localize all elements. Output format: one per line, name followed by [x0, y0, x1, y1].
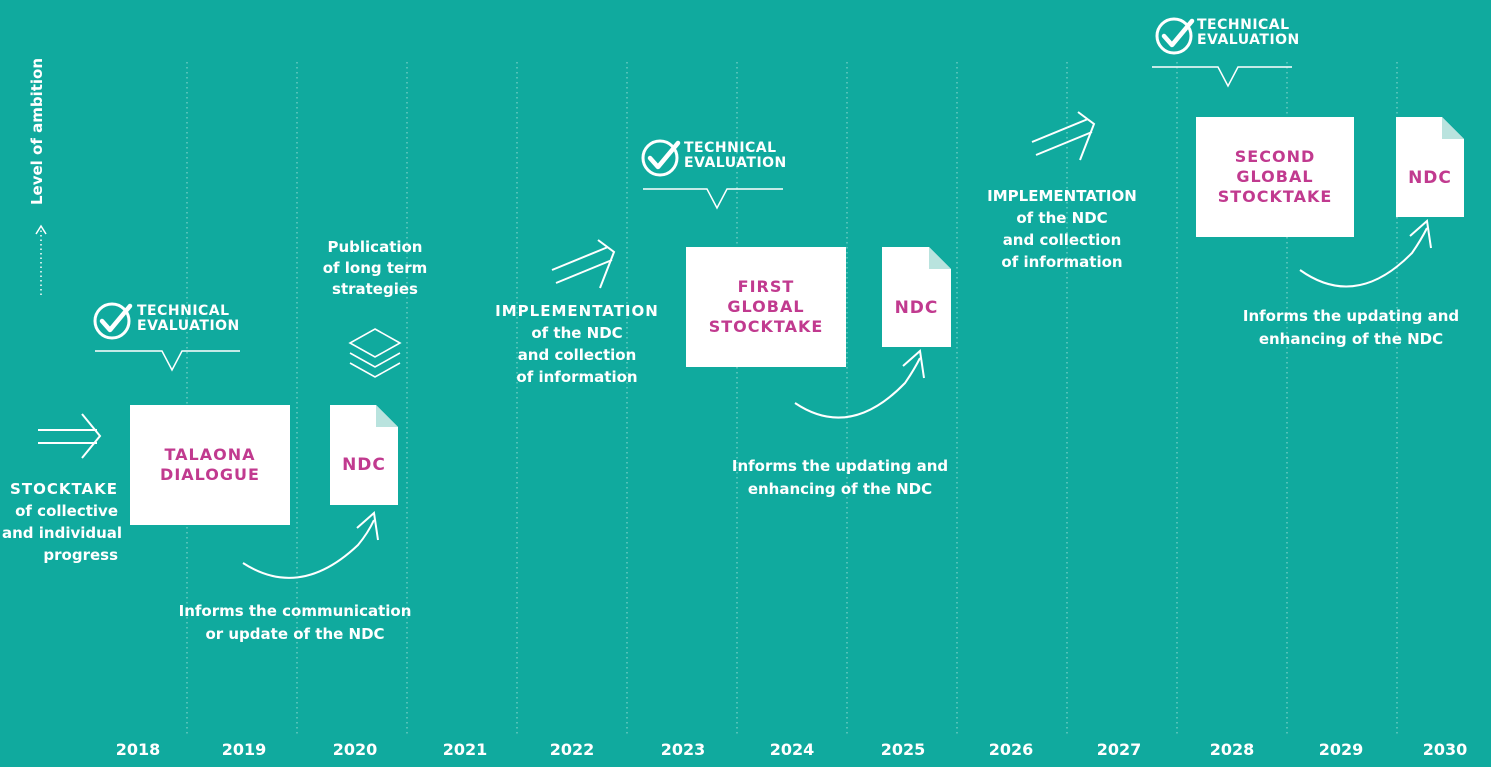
- year-label: 2018: [115, 740, 161, 759]
- double-arrow-icon: [38, 413, 102, 459]
- talanoa-line: DIALOGUE: [160, 465, 260, 484]
- stocktake-text: STOCKTAKE of collective and individual p…: [2, 478, 123, 566]
- ambition-axis-label: Level of ambition: [28, 57, 46, 205]
- curved-arrow-icon: [242, 511, 379, 579]
- technical-evaluation-label: TECHNICAL EVALUATION: [137, 304, 240, 334]
- ndc-label: NDC: [894, 298, 939, 318]
- curved-arrow-icon: [794, 349, 925, 419]
- speech-pointer-icon: [95, 350, 240, 372]
- year-label: 2019: [221, 740, 267, 759]
- implementation-line: of the NDC: [1016, 209, 1108, 227]
- stocktake-line: and individual: [2, 524, 123, 542]
- document-icon: [330, 405, 398, 505]
- technical-evaluation-line: EVALUATION: [1197, 32, 1300, 48]
- informs-updating-text: Informs the updating and enhancing of th…: [1226, 305, 1476, 351]
- year-label: 2022: [549, 740, 595, 759]
- publication-line: strategies: [332, 280, 418, 298]
- informs-line: enhancing of the NDC: [747, 480, 933, 498]
- stocktake-line: of collective: [15, 502, 118, 520]
- first-global-stocktake-box: FIRST GLOBAL STOCKTAKE: [686, 247, 846, 367]
- technical-evaluation-line: TECHNICAL: [1197, 17, 1290, 33]
- implementation-text: IMPLEMENTATION of the NDC and collection…: [977, 185, 1147, 273]
- stocktake-line: progress: [43, 546, 118, 564]
- implementation-line: of information: [1001, 253, 1123, 271]
- ndc-label: NDC: [342, 455, 386, 475]
- implementation-line: of information: [516, 368, 638, 386]
- implementation-line: and collection: [1002, 231, 1122, 249]
- informs-line: Informs the updating and: [731, 457, 949, 475]
- year-label: 2025: [880, 740, 926, 759]
- year-label: 2030: [1422, 740, 1468, 759]
- stocktake-title: STOCKTAKE: [10, 480, 118, 498]
- first-gst-line: GLOBAL: [727, 297, 805, 316]
- implementation-title: IMPLEMENTATION: [987, 187, 1137, 205]
- speech-pointer-icon: [643, 188, 783, 210]
- first-gst-line: STOCKTAKE: [708, 317, 824, 336]
- informs-line: Informs the updating and: [1242, 307, 1460, 325]
- implementation-line: of the NDC: [531, 324, 623, 342]
- year-label: 2026: [988, 740, 1034, 759]
- technical-evaluation-label: TECHNICAL EVALUATION: [684, 141, 787, 171]
- informs-communication-text: Informs the communication or update of t…: [170, 600, 420, 646]
- informs-line: enhancing of the NDC: [1258, 330, 1444, 348]
- second-gst-line: SECOND: [1234, 147, 1316, 166]
- check-circle-icon: [641, 139, 681, 177]
- year-label: 2028: [1209, 740, 1255, 759]
- ndc-label: NDC: [1408, 168, 1452, 188]
- layers-icon: [348, 328, 402, 378]
- informs-line: or update of the NDC: [205, 625, 385, 643]
- document-icon: [882, 247, 951, 347]
- informs-updating-text: Informs the updating and enhancing of th…: [715, 455, 965, 501]
- year-label: 2024: [769, 740, 815, 759]
- second-gst-line: GLOBAL: [1236, 167, 1314, 186]
- technical-evaluation-label: TECHNICAL EVALUATION: [1197, 18, 1300, 48]
- ambition-arrow-icon: [35, 224, 47, 295]
- technical-evaluation-line: EVALUATION: [684, 155, 787, 171]
- second-global-stocktake-box: SECOND GLOBAL STOCKTAKE: [1196, 117, 1354, 237]
- technical-evaluation-line: EVALUATION: [137, 318, 240, 334]
- speech-pointer-icon: [1152, 66, 1292, 88]
- check-circle-icon: [1155, 17, 1195, 55]
- second-gst-line: STOCKTAKE: [1217, 187, 1333, 206]
- implementation-title: IMPLEMENTATION: [495, 302, 659, 320]
- check-circle-icon: [93, 302, 133, 340]
- implementation-line: and collection: [517, 346, 637, 364]
- document-icon: [1396, 117, 1464, 217]
- double-arrow-icon: [1031, 111, 1096, 161]
- first-gst-line: FIRST: [737, 277, 795, 296]
- technical-evaluation-line: TECHNICAL: [137, 303, 230, 319]
- talanoa-dialogue-box: TALAONA DIALOGUE: [130, 405, 290, 525]
- publication-line: of long term: [322, 259, 428, 277]
- curved-arrow-icon: [1299, 219, 1432, 288]
- year-label: 2020: [332, 740, 378, 759]
- publication-text: Publication of long term strategies: [310, 237, 440, 300]
- technical-evaluation-line: TECHNICAL: [684, 140, 777, 156]
- implementation-text: IMPLEMENTATION of the NDC and collection…: [492, 300, 662, 388]
- publication-line: Publication: [327, 238, 423, 256]
- year-label: 2021: [442, 740, 488, 759]
- year-label: 2023: [660, 740, 706, 759]
- informs-line: Informs the communication: [178, 602, 412, 620]
- year-label: 2027: [1096, 740, 1142, 759]
- year-label: 2029: [1318, 740, 1364, 759]
- talanoa-line: TALAONA: [164, 445, 256, 464]
- double-arrow-icon: [551, 239, 616, 289]
